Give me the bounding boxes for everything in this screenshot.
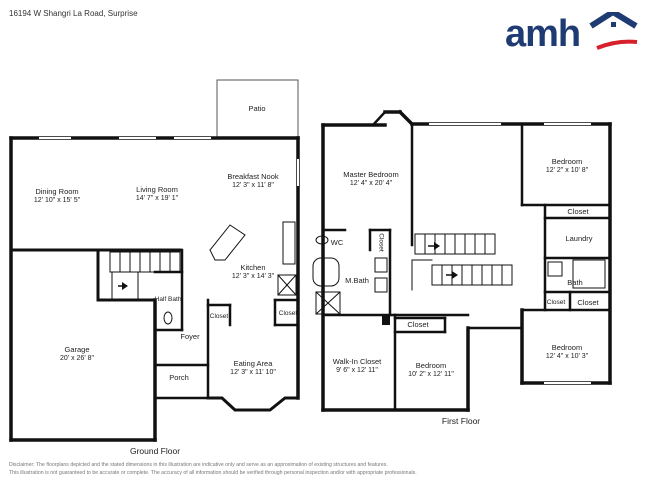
ground-floor-label: Ground Floor	[129, 446, 181, 456]
closet-kitchen-b-label: Closet	[278, 310, 298, 317]
patio-label: Patio	[248, 104, 266, 113]
closet-master-label: Closet	[377, 233, 385, 252]
kitchen-counters	[209, 221, 297, 296]
wc-label: WC	[330, 238, 344, 247]
disclaimer-line-1: Disclaimer: The floorplans depicted and …	[9, 462, 388, 468]
amh-logo-graphic: amh	[505, 8, 638, 55]
closet-kitchen-a-label: Closet	[209, 313, 229, 320]
first-stairs	[411, 233, 513, 291]
amh-logo: amh	[505, 8, 640, 55]
closet-bedroom1-label: Closet	[567, 207, 589, 216]
closet-bedroom3-label: Closet	[407, 320, 429, 329]
porch-label: Porch	[169, 373, 189, 382]
stair-arrows	[118, 242, 458, 290]
property-address: 16194 W Shangri La Road, Surprise	[9, 9, 138, 18]
master-bath-label: M.Bath	[345, 276, 369, 285]
patio-outline	[216, 79, 299, 139]
garage-walls	[9, 248, 182, 302]
first-floor-label: First Floor	[441, 416, 481, 426]
bath-label: Bath	[567, 278, 583, 287]
closet-bedroom2-label: Closet	[577, 298, 599, 307]
eating-bay	[206, 396, 300, 412]
ground-stairs	[109, 251, 181, 301]
svg-text:amh: amh	[505, 13, 580, 52]
closet-small-label: Closet	[546, 299, 566, 306]
laundry-label: Laundry	[565, 234, 593, 243]
foyer-label: Foyer	[180, 332, 200, 341]
half-bath-label: Half Bath	[154, 296, 182, 303]
half-bath-walls	[153, 248, 184, 332]
disclaimer-line-2: This illustration is not guaranteed to b…	[9, 470, 417, 476]
